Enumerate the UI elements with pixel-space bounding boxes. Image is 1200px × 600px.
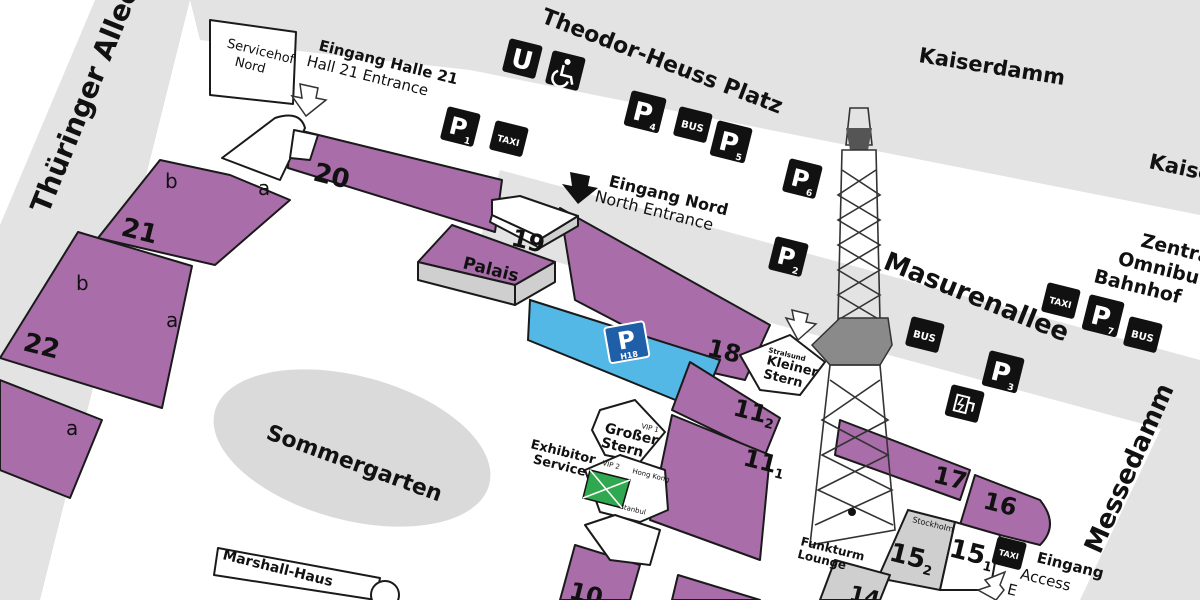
taxi-icon xyxy=(991,536,1027,570)
taxi-badge-2: TAXI xyxy=(1041,282,1081,319)
hall-22-a-label: a xyxy=(166,308,178,332)
subway-icon xyxy=(502,38,543,79)
hall-14 xyxy=(819,559,891,600)
svg-text:BUS: BUS xyxy=(912,329,937,345)
hall-17 xyxy=(834,419,971,501)
parking-icon xyxy=(1081,294,1125,338)
taxi-badge-1: TAXI xyxy=(489,120,529,157)
palais-block xyxy=(417,224,556,306)
bus-badge-2: BUS xyxy=(905,316,945,353)
svg-text:4: 4 xyxy=(648,122,656,133)
entrance-south-arrow-icon xyxy=(976,570,1007,600)
entrance-east-arrow-icon xyxy=(784,308,818,342)
hall-21-a-label: a xyxy=(258,176,270,200)
kleiner-stern-building xyxy=(739,334,826,396)
parking-badge-5: P 5 xyxy=(709,120,753,164)
bus-icon xyxy=(905,316,945,353)
hall-21-b-label: b xyxy=(165,169,178,193)
parking-icon xyxy=(603,320,651,364)
halls xyxy=(0,127,1051,600)
hall-14-label: 14 xyxy=(847,582,883,600)
road-masurenallee xyxy=(480,170,1200,450)
hall-21 xyxy=(97,159,291,266)
road-kaiserdamm-band xyxy=(670,0,1200,115)
hall-23 xyxy=(0,379,103,499)
taxi-icon xyxy=(1041,282,1081,319)
south-link-building xyxy=(584,514,661,566)
hall-16 xyxy=(959,474,1051,546)
entrance-nord-arrow-icon xyxy=(562,172,598,204)
svg-text:1: 1 xyxy=(463,136,471,147)
bus-badge-3: BUS xyxy=(1123,316,1163,353)
parking-badge-2: P 2 xyxy=(768,236,809,277)
ev-charging-icon xyxy=(944,384,985,423)
parking-icon xyxy=(623,90,667,134)
entrance-halle-21-structure xyxy=(221,114,306,181)
entrance-halle-21-arrow-icon xyxy=(290,83,328,118)
subway-badge: U xyxy=(502,38,543,79)
parking-badge-1: P 1 xyxy=(440,106,481,147)
svg-text:2: 2 xyxy=(791,266,799,277)
svg-text:5: 5 xyxy=(734,152,742,163)
parking-badge-7: P 7 xyxy=(1081,294,1125,338)
svg-text:BUS: BUS xyxy=(680,119,705,135)
exhibitor-service-icon xyxy=(582,469,631,509)
servicehof-nord-box xyxy=(209,19,297,105)
svg-text:P: P xyxy=(446,111,470,142)
svg-text:P: P xyxy=(774,241,798,272)
svg-text:3: 3 xyxy=(1006,382,1014,393)
hall-22-b-label: b xyxy=(76,271,89,295)
parking-icon xyxy=(440,106,481,147)
svg-text:6: 6 xyxy=(805,188,813,199)
marshall-haus xyxy=(213,547,400,600)
wheelchair-badge xyxy=(545,50,586,91)
radio-tower-icon xyxy=(809,107,896,546)
parking-badge-6: P 6 xyxy=(782,158,823,199)
svg-text:H18: H18 xyxy=(620,349,640,361)
servicehof-gate xyxy=(289,129,319,161)
zob-label: Zentra Omnibu Bahnhof xyxy=(1092,221,1200,315)
parking-badge-3: P 3 xyxy=(981,350,1025,394)
hall-22 xyxy=(0,231,193,409)
parking-icon xyxy=(709,120,753,164)
taxi-badge-3: TAXI xyxy=(991,536,1027,570)
parking-badge-4: P 4 xyxy=(623,90,667,134)
road-messedamm xyxy=(1080,410,1200,600)
wheelchair-icon xyxy=(545,50,586,91)
hall-14-block xyxy=(671,574,761,600)
bus-badge-1: BUS xyxy=(673,106,713,143)
hall-23-a-label: a xyxy=(66,416,78,440)
parking-icon xyxy=(782,158,823,199)
parking-icon xyxy=(981,350,1025,394)
svg-text:P: P xyxy=(788,163,812,194)
hall-19-block xyxy=(489,195,579,249)
sommergarten-area xyxy=(213,369,491,527)
parking-icon xyxy=(768,236,809,277)
hall-10-label: 10 xyxy=(567,577,606,600)
bus-icon xyxy=(1123,316,1163,353)
parking-h18-badge: P H18 xyxy=(603,320,651,364)
ev-charging-badge xyxy=(944,384,985,423)
svg-text:BUS: BUS xyxy=(1130,329,1155,345)
taxi-icon xyxy=(489,120,529,157)
svg-text:7: 7 xyxy=(1106,326,1114,337)
svg-text:P: P xyxy=(615,325,637,356)
bus-icon xyxy=(673,106,713,143)
